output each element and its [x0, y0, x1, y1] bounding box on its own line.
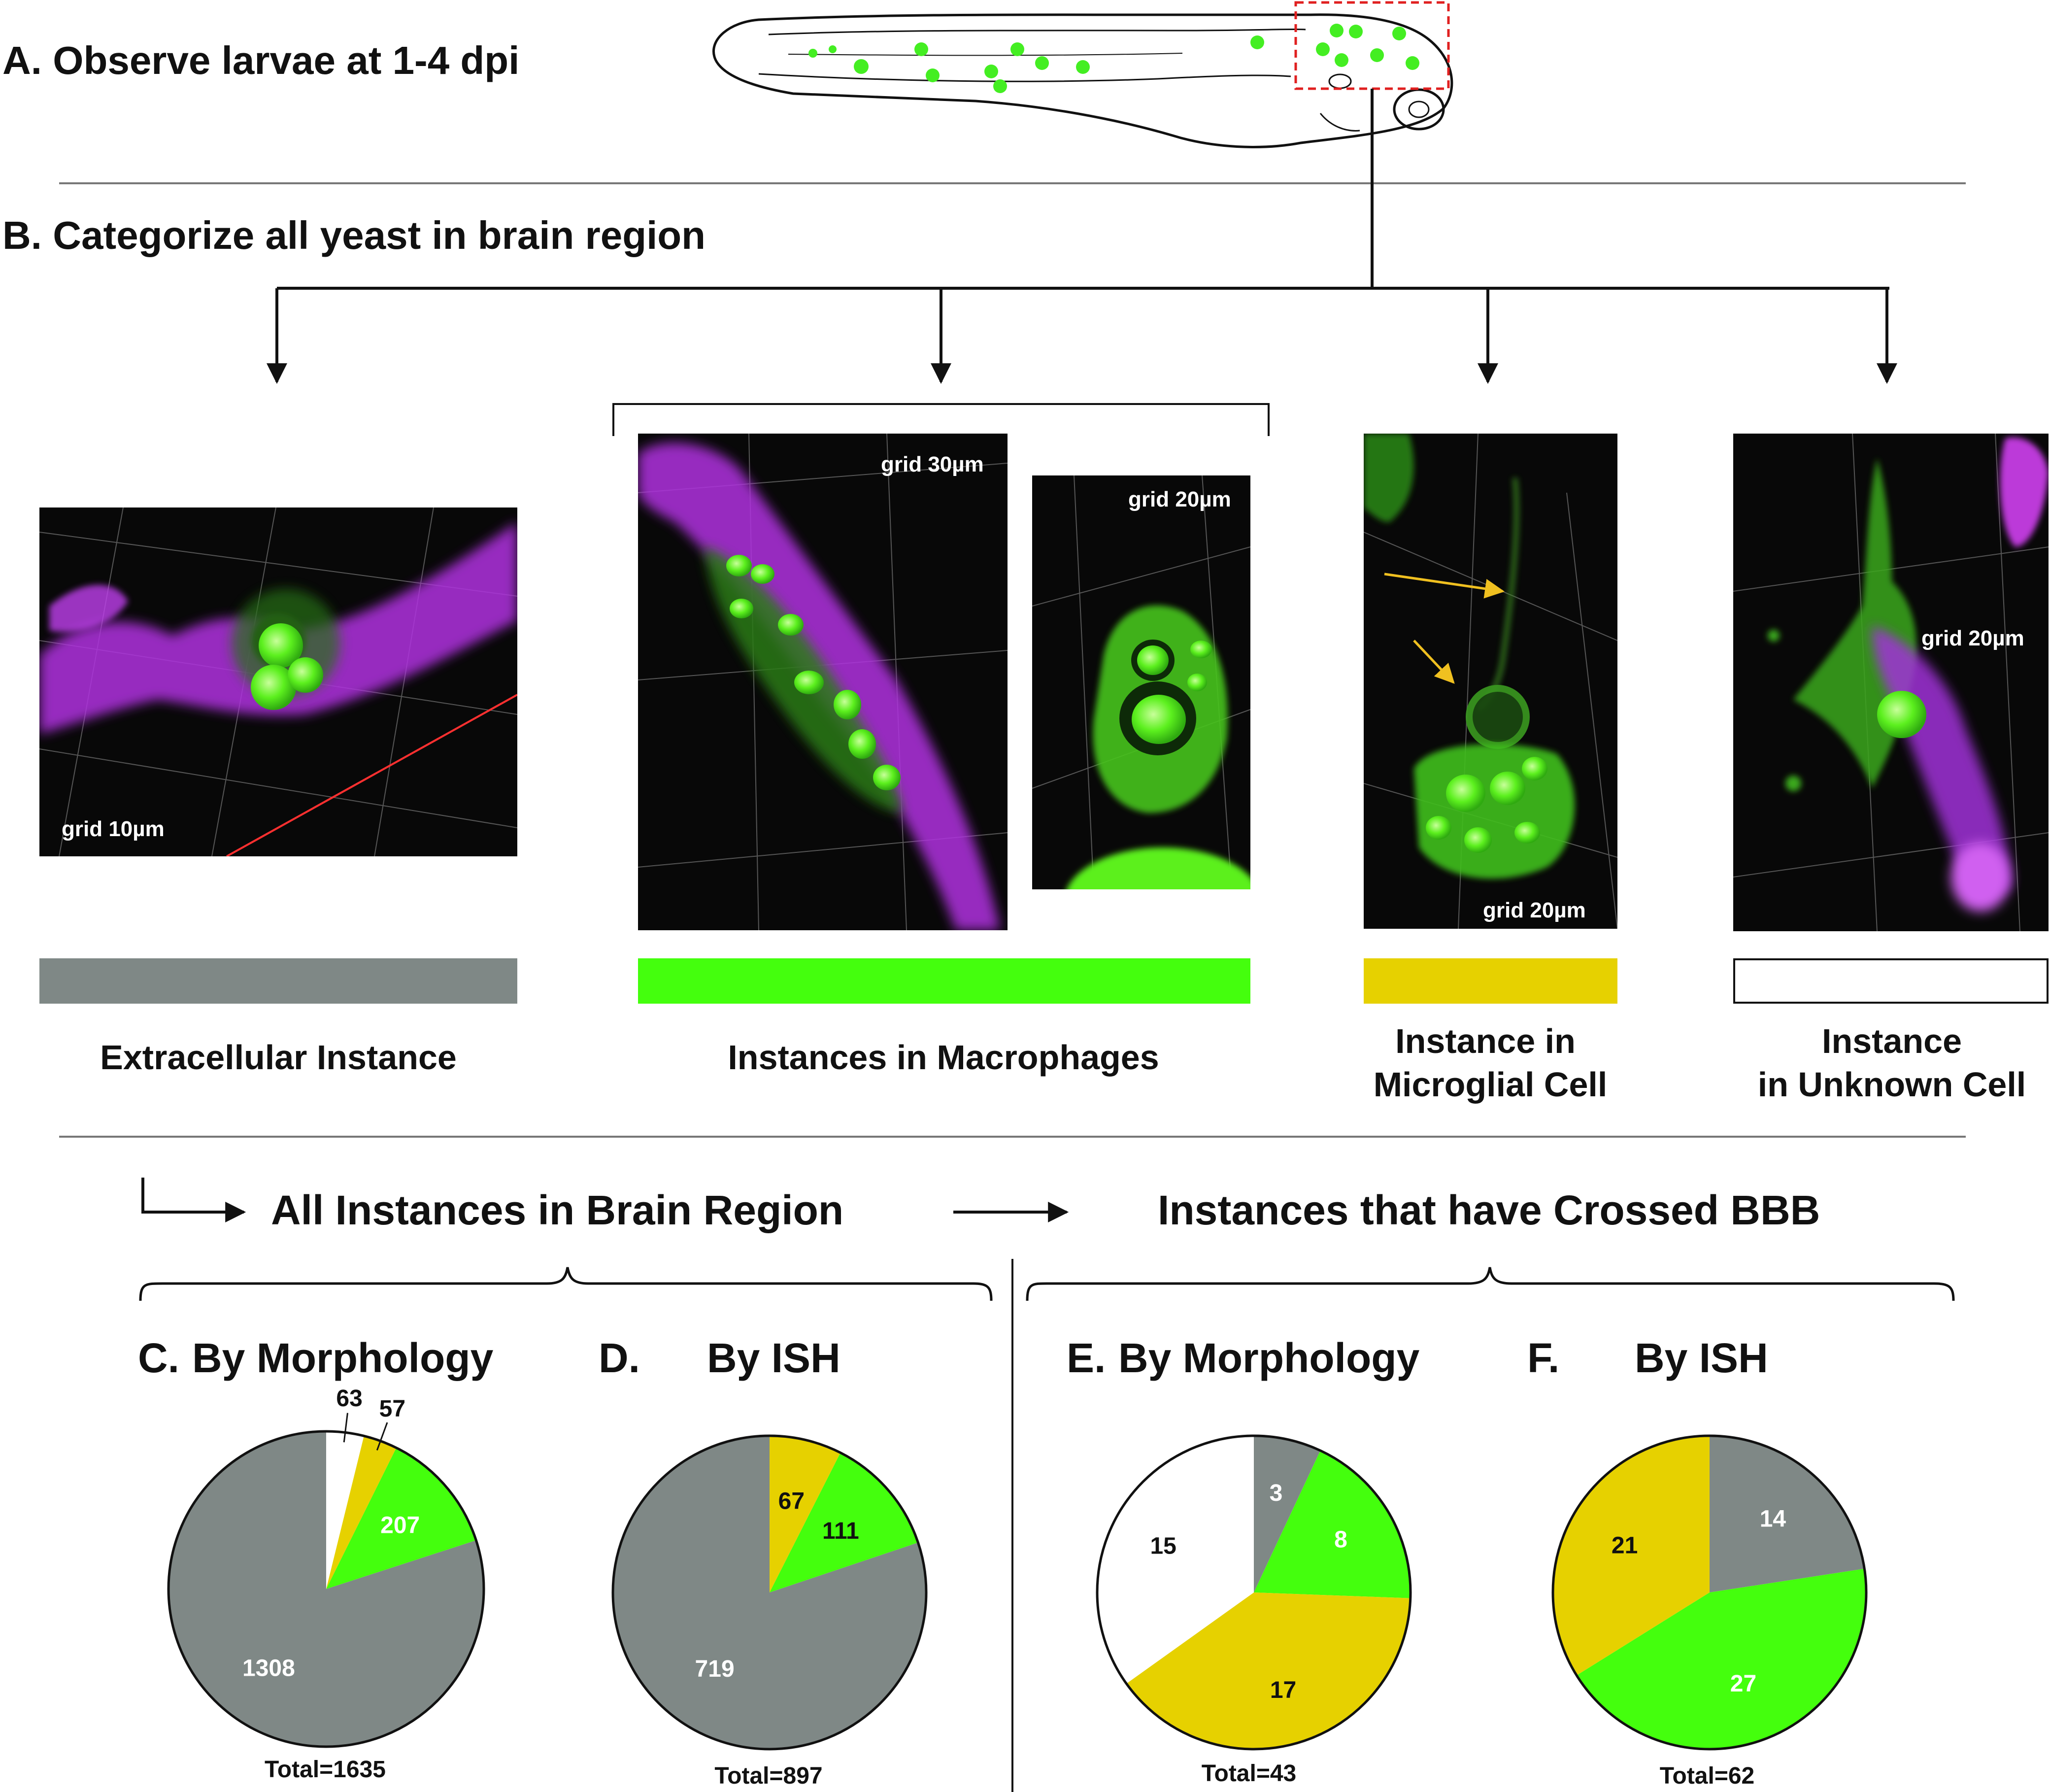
chart-f-title: By ISH [1635, 1335, 1768, 1381]
pie-label: 57 [379, 1396, 405, 1422]
larva-illustration [712, 13, 1453, 148]
pie-chart-c: 1308 207 57 63 [167, 1386, 485, 1748]
chart-e-total: Total=43 [1202, 1760, 1297, 1787]
pie-slice-extracellular-instance [168, 1431, 484, 1747]
pie-slice-extracellular-instance [612, 1436, 926, 1750]
pie-label: 67 [778, 1488, 805, 1514]
pie-label: 1308 [242, 1656, 295, 1682]
chart-c-letter: C. [138, 1335, 179, 1381]
pie-slice-instances-in-macrophages [1254, 1451, 1411, 1598]
pie-label: 207 [380, 1512, 420, 1538]
pie-outline [1551, 1434, 1868, 1751]
grid-label-unknown: grid 20µm [1921, 626, 2024, 650]
grid-label-microglial: grid 20µm [1483, 898, 1586, 922]
pie-label: 3 [1270, 1480, 1283, 1506]
grid-label-macrophage-2: grid 20µm [1128, 487, 1231, 511]
chart-f-total: Total=62 [1660, 1763, 1755, 1789]
pie-slice-extracellular-instance [1254, 1436, 1320, 1592]
category-bar-extracellular [39, 958, 517, 1004]
micrograph-microglial [1364, 434, 1617, 929]
chart-d-letter: D. [599, 1335, 640, 1381]
flow-label-crossed: Instances that have Crossed BBB [1158, 1187, 1820, 1233]
pie-chart-e: 3 8 17 15 [1096, 1434, 1412, 1751]
category-label-extracellular: Extracellular Instance [100, 1038, 457, 1077]
pie-slice-instance-in-unknown-cell [1097, 1436, 1254, 1684]
pie-slice-instance-in-microglial-cell [326, 1436, 397, 1589]
grid-label-extracellular: grid 10µm [62, 817, 165, 841]
category-label-unknown-2: in Unknown Cell [1758, 1065, 2026, 1104]
branch-tree [267, 89, 1897, 384]
category-bar-unknown [1733, 958, 2049, 1004]
chart-c-total: Total=1635 [265, 1757, 386, 1783]
pie-slice-instance-in-microglial-cell [1553, 1436, 1710, 1676]
pie-slice-instances-in-macrophages [326, 1448, 476, 1589]
pie-chart-d: 719 111 67 [611, 1434, 928, 1751]
brace-all-instances [139, 1267, 993, 1301]
pie-leader-line [343, 1413, 348, 1443]
micrograph-macrophage-1 [638, 434, 1008, 930]
section-a-title: A. Observe larvae at 1-4 dpi [2, 38, 519, 82]
pie-label: 63 [336, 1386, 362, 1412]
chart-e-letter: E. [1067, 1335, 1106, 1381]
pie-label: 17 [1270, 1677, 1296, 1703]
pie-label: 15 [1150, 1533, 1176, 1559]
pie-outline [1096, 1434, 1412, 1751]
pie-outline [167, 1430, 485, 1748]
category-bar-microglial [1364, 958, 1617, 1004]
micrograph-unknown [1733, 434, 2049, 931]
pie-slice-extracellular-instance [1710, 1436, 1865, 1592]
grid-label-macrophage-1: grid 30µm [881, 452, 984, 476]
category-label-microglial-2: Microglial Cell [1374, 1065, 1608, 1104]
larva-yeast-dots [808, 24, 1419, 93]
category-bar-macrophages [638, 958, 1250, 1004]
micrograph-extracellular [39, 507, 517, 856]
micrograph-macrophage-2 [1032, 475, 1250, 889]
pie-label: 27 [1730, 1671, 1756, 1697]
section-b-title: B. Categorize all yeast in brain region [2, 213, 706, 257]
pie-slice-instances-in-macrophages [1577, 1568, 1866, 1750]
category-label-unknown-1: Instance [1822, 1022, 1962, 1060]
category-label-macrophages: Instances in Macrophages [728, 1038, 1159, 1077]
pie-slice-instances-in-macrophages [770, 1453, 918, 1592]
chart-c-title: By Morphology [192, 1335, 494, 1381]
pie-label: 719 [695, 1656, 735, 1682]
pie-label: 8 [1334, 1526, 1347, 1553]
chart-e-title: By Morphology [1118, 1335, 1420, 1381]
pie-label: 14 [1760, 1506, 1786, 1532]
flow-elbow-arrow [141, 1178, 246, 1222]
brace-crossed [1026, 1267, 1955, 1301]
pie-slice-instance-in-unknown-cell [326, 1431, 364, 1589]
pie-outline [611, 1434, 928, 1751]
pie-label: 111 [822, 1518, 859, 1544]
chart-d-title: By ISH [707, 1335, 840, 1381]
pie-slice-instance-in-microglial-cell [770, 1436, 840, 1592]
pie-label: 21 [1612, 1532, 1638, 1558]
chart-d-total: Total=897 [714, 1763, 822, 1789]
category-label-microglial-1: Instance in [1395, 1022, 1576, 1060]
pie-leader-line [376, 1422, 388, 1451]
macrophage-bracket [612, 403, 1270, 436]
pie-chart-f: 14 27 21 [1551, 1434, 1868, 1751]
flow-label-all-instances: All Instances in Brain Region [271, 1187, 843, 1233]
chart-f-letter: F. [1527, 1335, 1559, 1381]
pie-slice-instance-in-microglial-cell [1126, 1592, 1411, 1750]
